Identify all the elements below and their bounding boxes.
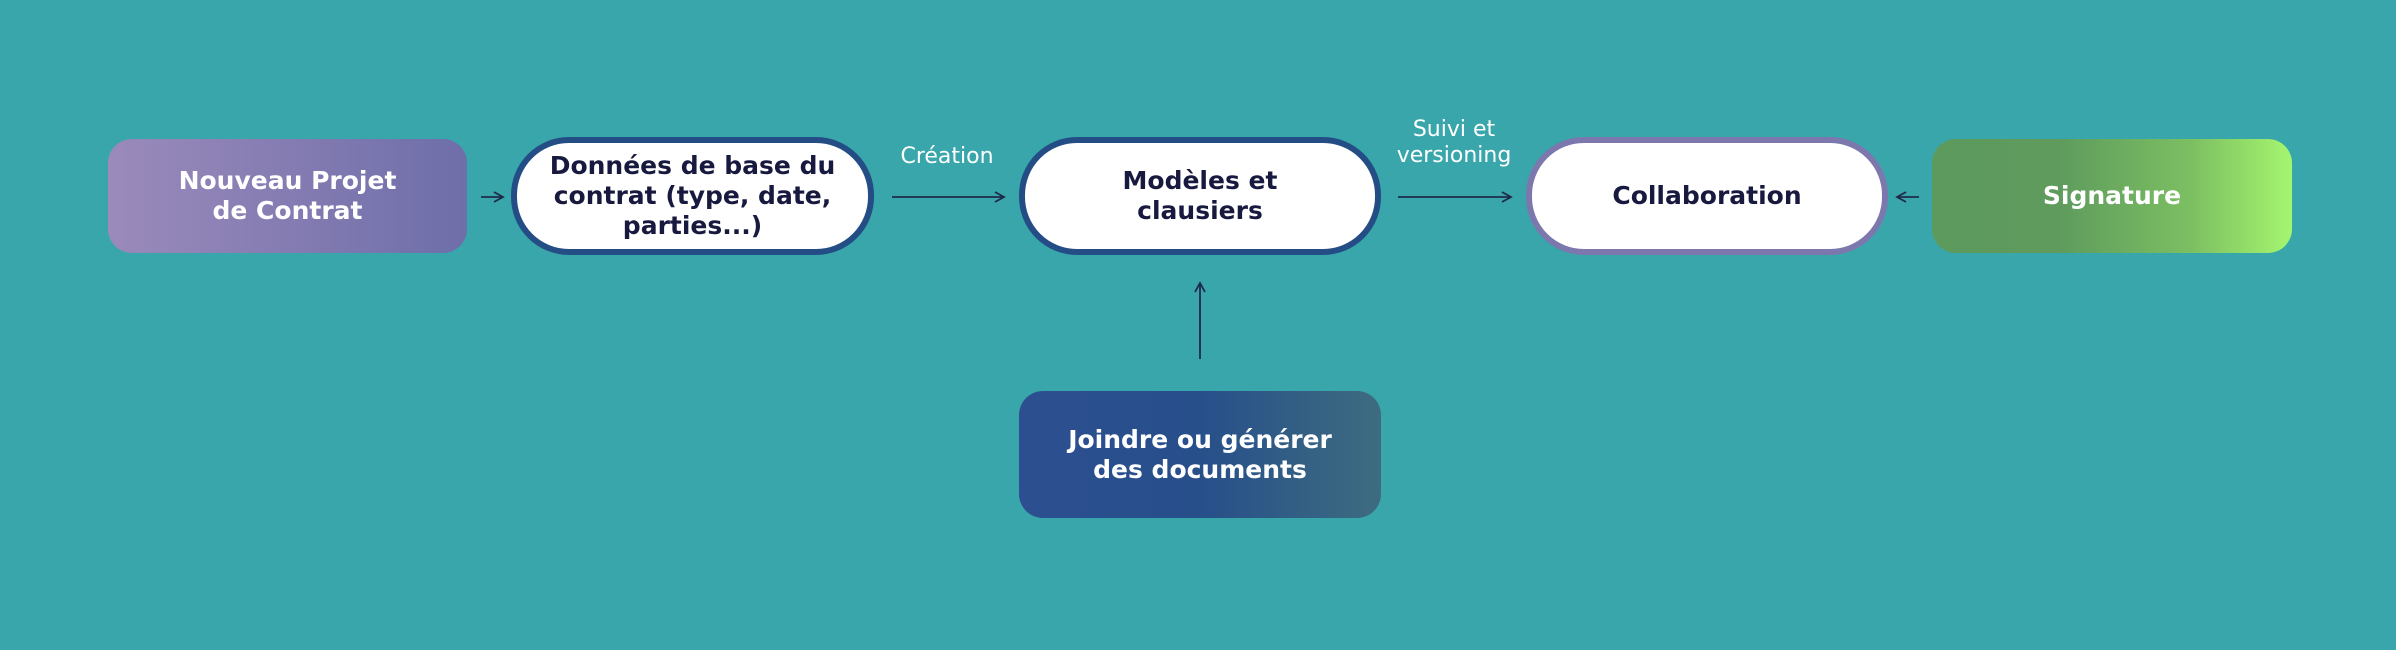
node-signature-line1: Signature [2042,181,2182,210]
node-nouveau-projet-line1: Nouveau Projet [178,166,397,195]
node-donnees-de-base: Données de base du contrat (type, date, … [511,137,874,255]
node-signature: Signature [1932,139,2292,253]
node-modeles-clausiers: Modèles et clausiers [1019,137,1381,255]
node-joindre-line1: Joindre ou générer [1068,424,1332,454]
node-modeles-line2: clausiers [1137,196,1263,225]
node-modeles-line1: Modèles et [1122,166,1278,195]
node-collaboration-line1: Collaboration [1612,181,1802,210]
node-joindre-line2: des documents [1093,454,1307,484]
edge-label-creation: Création [900,144,994,169]
node-donnees-line1: Données de base du [549,151,836,180]
edge-label-suivi-line2: versioning [1396,143,1512,169]
node-collaboration: Collaboration [1526,137,1888,255]
node-joindre-documents: Joindre ou générer des documents [1019,391,1381,518]
node-nouveau-projet-line2: de Contrat [212,196,363,225]
node-nouveau-projet: Nouveau Projet de Contrat [108,139,467,253]
edge-label-suivi-line1: Suivi et [1412,117,1496,142]
node-donnees-line2: contrat (type, date, [553,181,832,210]
node-donnees-line3: parties...) [622,211,763,240]
edge-label-suivi-versioning: Suivi et versioning [1380,117,1528,170]
